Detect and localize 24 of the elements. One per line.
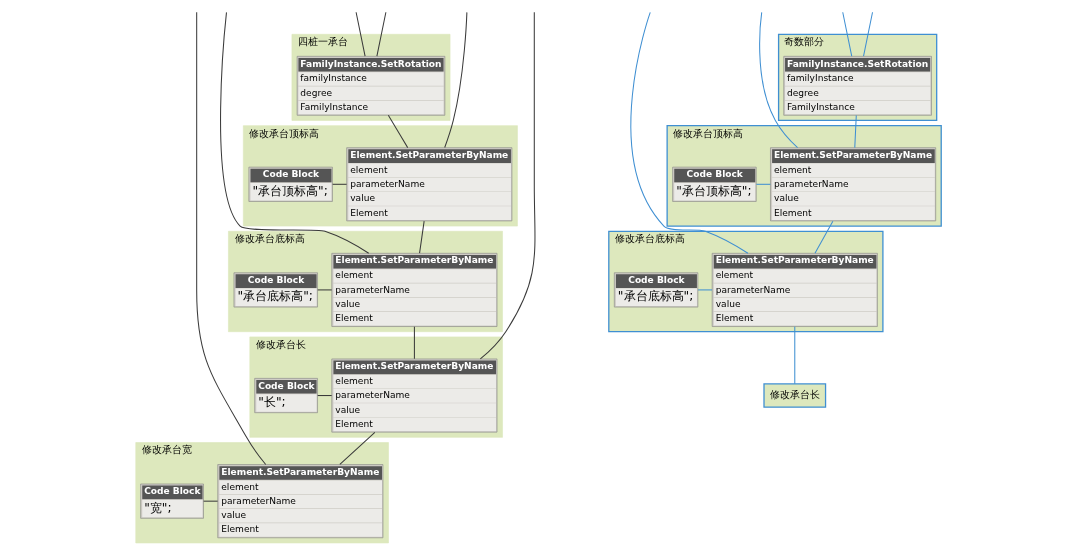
connector <box>479 11 535 360</box>
connector <box>413 326 415 360</box>
connector <box>387 114 408 149</box>
connector <box>793 326 795 385</box>
connector <box>697 289 713 291</box>
connector <box>418 220 425 254</box>
connector <box>443 11 467 149</box>
connector <box>202 500 218 502</box>
connector <box>629 11 748 254</box>
connector <box>195 11 266 466</box>
connector <box>755 183 771 185</box>
connector <box>338 431 375 465</box>
connector <box>758 11 798 149</box>
connector <box>219 11 369 254</box>
connector <box>375 11 386 57</box>
connector <box>862 11 873 57</box>
connector <box>813 220 833 254</box>
connector <box>331 183 347 185</box>
node-box: 修改承台长 <box>762 383 826 408</box>
connector <box>316 395 332 397</box>
connector <box>853 114 857 149</box>
connector <box>841 11 852 57</box>
connector <box>355 11 366 57</box>
connector <box>316 289 332 291</box>
